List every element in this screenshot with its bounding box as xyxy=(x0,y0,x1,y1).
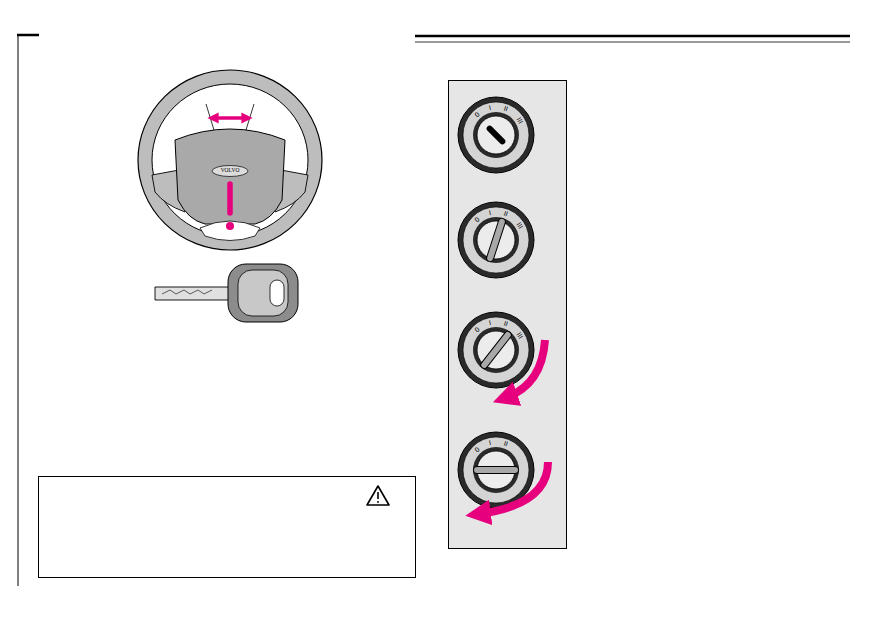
turn-arrow xyxy=(505,340,545,398)
warning-box xyxy=(39,477,416,578)
page-rule xyxy=(415,35,850,38)
warning-symbol xyxy=(367,486,389,505)
key xyxy=(155,264,298,322)
page-rule xyxy=(17,34,39,37)
brand-logo: VOLVO xyxy=(221,168,240,174)
ignition-switches xyxy=(458,97,534,508)
ignition-switch xyxy=(458,432,534,508)
turn-arrow xyxy=(478,462,548,514)
ignition-switch xyxy=(458,312,534,388)
page-rule xyxy=(415,42,850,43)
ignition-panel xyxy=(449,81,567,549)
ignition-switch xyxy=(458,202,534,278)
steering-wheel xyxy=(138,70,322,250)
page-rule xyxy=(18,35,19,586)
ignition-switch xyxy=(458,97,534,173)
